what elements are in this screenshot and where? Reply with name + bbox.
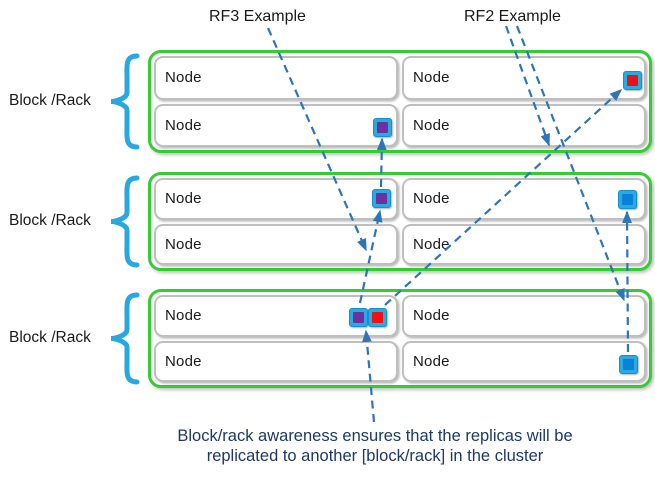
node-box: Node bbox=[402, 340, 646, 382]
replica-rack2-purple bbox=[371, 188, 391, 208]
node-box: Node bbox=[154, 223, 398, 265]
replica-rack1-red bbox=[622, 70, 642, 90]
node-box: Node bbox=[154, 340, 398, 382]
node-label: Node bbox=[413, 352, 450, 370]
node-label: Node bbox=[165, 307, 202, 325]
brace-icon bbox=[110, 53, 140, 150]
brace-icon bbox=[110, 175, 140, 268]
node-box: Node bbox=[154, 178, 398, 220]
node-label: Node bbox=[413, 116, 450, 134]
rf3-example-label: RF3 Example bbox=[209, 8, 306, 25]
node-box: Node bbox=[154, 103, 398, 147]
replica-core-purple bbox=[352, 311, 364, 323]
brace-icon bbox=[110, 292, 140, 385]
replica-rack3-red bbox=[367, 307, 387, 327]
node-box: Node bbox=[402, 295, 646, 337]
node-label: Node bbox=[165, 190, 202, 208]
node-label: Node bbox=[413, 235, 450, 253]
caption-line-1: Block/rack awareness ensures that the re… bbox=[177, 427, 573, 445]
node-label: Node bbox=[165, 116, 202, 134]
replica-rack3-purple bbox=[348, 307, 368, 327]
replica-core-purple bbox=[376, 121, 388, 133]
node-label: Node bbox=[413, 307, 450, 325]
node-label: Node bbox=[165, 235, 202, 253]
node-box: Node bbox=[402, 56, 646, 100]
replica-core-red bbox=[371, 311, 383, 323]
caption-text: Block/rack awareness ensures that the re… bbox=[110, 426, 640, 466]
block-rack-label-1: Block /Rack bbox=[9, 91, 91, 109]
node-box: Node bbox=[402, 178, 646, 220]
node-label: Node bbox=[413, 69, 450, 87]
replica-core-blue bbox=[622, 358, 634, 370]
replica-rack1-purple bbox=[372, 117, 392, 137]
rf2-example-label: RF2 Example bbox=[464, 8, 561, 25]
node-box: Node bbox=[402, 223, 646, 265]
replica-rack3-blue bbox=[618, 354, 638, 374]
block-rack-label-3: Block /Rack bbox=[9, 328, 91, 346]
replica-core-blue bbox=[621, 193, 633, 205]
replica-core-red bbox=[626, 74, 638, 86]
caption-line-2: replicated to another [block/rack] in th… bbox=[206, 447, 544, 465]
node-label: Node bbox=[413, 190, 450, 208]
node-box: Node bbox=[402, 103, 646, 147]
node-box: Node bbox=[154, 56, 398, 100]
replica-core-purple bbox=[375, 192, 387, 204]
block-rack-label-2: Block /Rack bbox=[9, 211, 91, 229]
replica-rack2-blue bbox=[617, 189, 637, 209]
node-label: Node bbox=[165, 69, 202, 87]
node-label: Node bbox=[165, 352, 202, 370]
